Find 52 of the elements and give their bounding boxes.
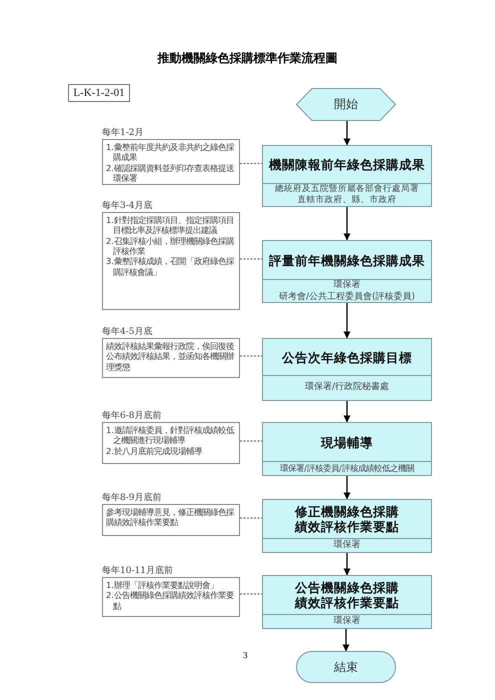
note-text: 1.彙整前年度共約及非共約之綠色採購成果 bbox=[106, 142, 235, 163]
process-box bbox=[262, 422, 432, 476]
process-box bbox=[262, 338, 432, 401]
responsible-agency: 環保署/評核委員/評核成績較低之機關 bbox=[280, 463, 414, 474]
note-text: 2.於八月底前完成現場輔導 bbox=[106, 446, 203, 456]
arrow bbox=[344, 476, 350, 500]
page-number: 3 bbox=[243, 650, 248, 660]
arrow bbox=[344, 553, 350, 576]
process-box bbox=[262, 145, 432, 207]
schedule-label: 每年1-2月 bbox=[102, 127, 144, 139]
note-text: 績效評核結果彙報行政院，俟回復後公布績效評核結果，並函知各機關辦理獎懲 bbox=[106, 341, 236, 372]
process-box bbox=[262, 499, 432, 553]
schedule-label: 每年4-5月底 bbox=[102, 326, 154, 338]
note-text: 參考現場輔導意見，修正機關綠色採購績效評核作業要點 bbox=[106, 507, 235, 528]
step-title: 修正機關綠色採購績效評核作業要點 bbox=[294, 504, 400, 534]
responsible-agency: 總統府及五院暨所屬各部會行處局署 bbox=[275, 184, 419, 194]
document-code-box: L-K-1-2-01 bbox=[68, 84, 130, 102]
note-text: 1.針對指定採購項目、指定採購項目目標比率及評核標準提出建議 bbox=[106, 215, 235, 236]
process-box bbox=[262, 240, 432, 303]
note-text: 1.邀請評核委員，針對評核成績較低之機關進行現場輔導 bbox=[106, 425, 236, 446]
responsible-agency: 環保署/行政院秘書處 bbox=[304, 382, 390, 394]
note-text: 3.彙整評核成績，召開「政府綠色採購評核會議」 bbox=[106, 256, 235, 278]
note-text: 2.公告機關綠色採購績效評核作業要點 bbox=[106, 590, 236, 612]
arrow bbox=[344, 401, 350, 422]
connector-line bbox=[240, 163, 262, 164]
arrow bbox=[344, 207, 350, 240]
schedule-label: 每年6-8月底前 bbox=[102, 410, 162, 422]
step-title: 公告機關綠色採購績效評核作業要點 bbox=[294, 580, 400, 610]
step-title: 公告次年綠色採購目標 bbox=[282, 350, 412, 364]
responsible-agency: 直轄市政府、縣、市政府 bbox=[298, 195, 396, 206]
schedule-label: 每年10-11月底前 bbox=[102, 565, 174, 577]
arrow bbox=[342, 629, 350, 652]
step-title: 評量前年機關綠色採購成果 bbox=[269, 252, 425, 268]
diagram-title: 推動機關綠色採購標準作業流程圖 bbox=[156, 50, 338, 67]
start-label: 開始 bbox=[334, 96, 358, 113]
responsible-agency: 環保署 bbox=[334, 540, 360, 552]
schedule-label: 每年3-4月底 bbox=[102, 200, 154, 212]
connector-line bbox=[240, 440, 262, 442]
step-title: 機關陳報前年綠色採購成果 bbox=[269, 157, 425, 172]
connector-line bbox=[240, 258, 262, 260]
responsible-agency: 環保署 bbox=[334, 616, 360, 628]
step-title: 現場輔導 bbox=[321, 434, 373, 450]
note-text: 2.召集評核小組，辦理機關綠色採購評核作業 bbox=[106, 236, 236, 256]
schedule-label: 每年8-9月底前 bbox=[102, 492, 162, 504]
responsible-agency: 研考會/公共工程委員會(評核委員) bbox=[278, 292, 416, 304]
arrow bbox=[344, 303, 350, 338]
note-text: 2.確認採購資料並列印存查表格提送環保署 bbox=[106, 162, 235, 184]
note-text: 1.辦理「評核作業要點說明會」 bbox=[106, 580, 219, 590]
end-terminator: 結束 bbox=[296, 651, 396, 683]
process-box bbox=[262, 575, 432, 629]
responsible-agency: 環保署 bbox=[334, 280, 360, 291]
arrow bbox=[344, 121, 350, 146]
